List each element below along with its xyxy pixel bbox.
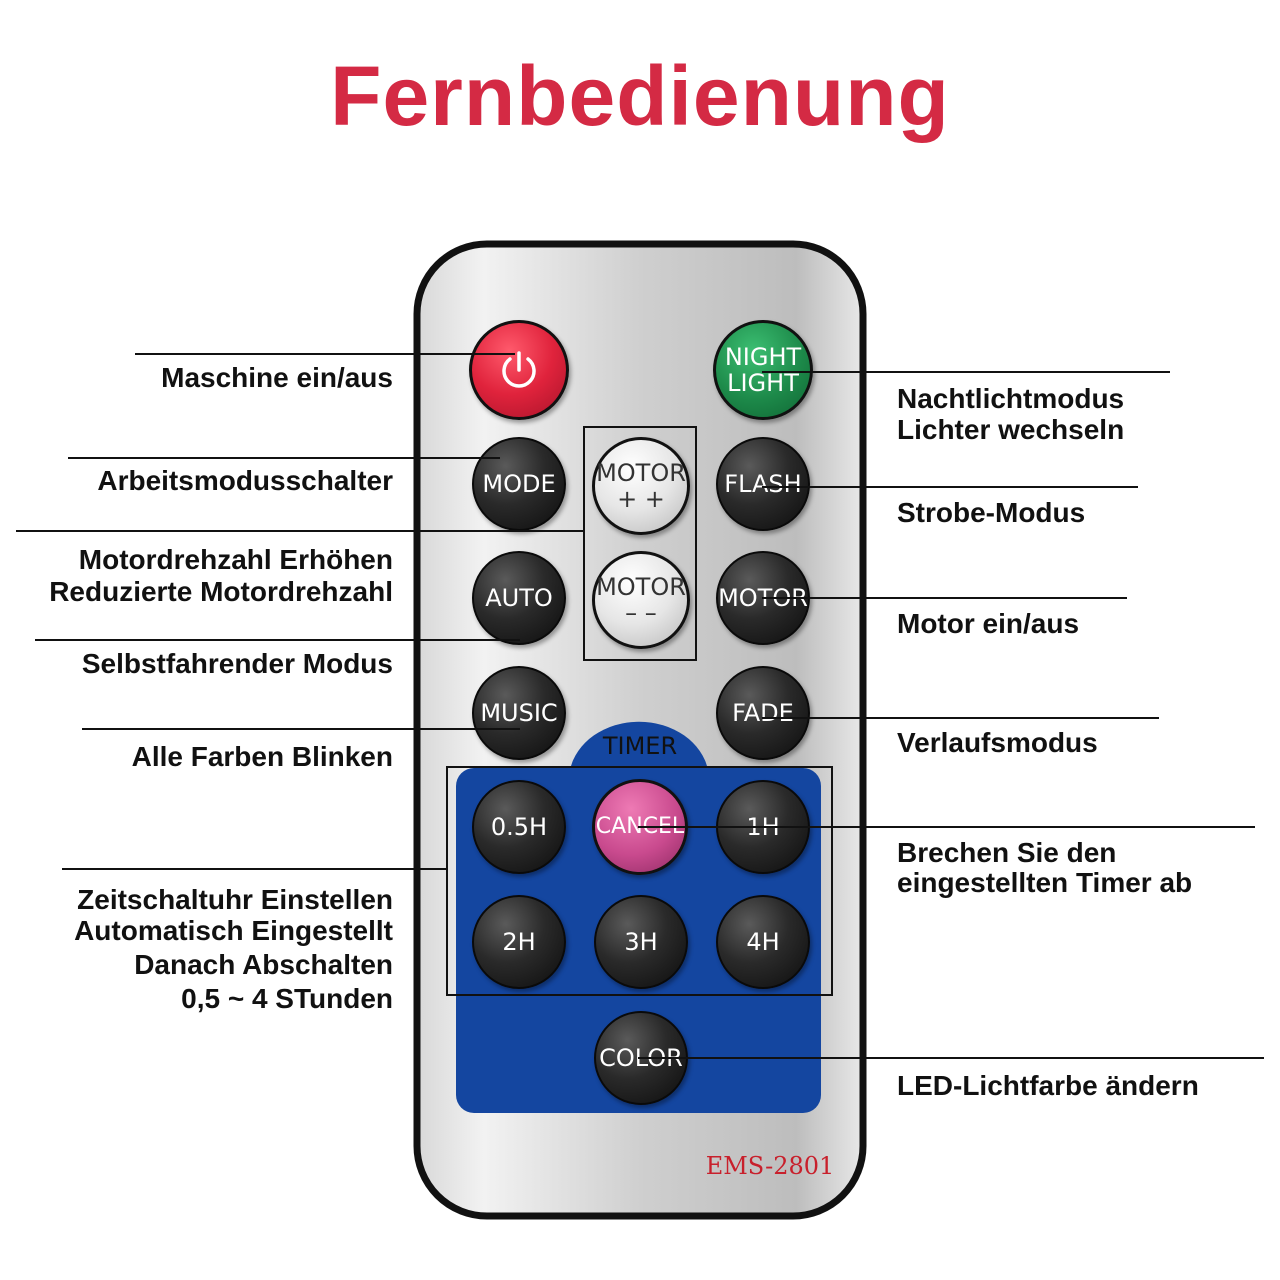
music-button[interactable]: MUSIC [472, 666, 566, 760]
night-light-line1: NIGHT [724, 343, 802, 371]
leader-line-auto [35, 639, 520, 641]
power-button[interactable] [469, 320, 569, 420]
leader-line-timer [62, 868, 448, 870]
label-flash: Strobe-Modus [897, 497, 1086, 528]
motor-down-button[interactable]: MOTOR– – [592, 551, 690, 649]
label-color: LED-Lichtfarbe ändern [897, 1070, 1199, 1101]
motor-up-line1: MOTOR [596, 459, 686, 487]
timer-tab [570, 721, 708, 770]
leader-line-music [82, 728, 520, 730]
timer-3h-label: 3H [624, 928, 658, 956]
timer-tab-label: TIMER [602, 732, 678, 760]
label-cancel-1: Brechen Sie den [897, 837, 1117, 868]
label-timer-2: Automatisch Eingestellt [74, 915, 393, 946]
flash-label: FLASH [724, 470, 802, 498]
fade-label: FADE [732, 699, 794, 727]
label-timer-3: Danach Abschalten [134, 949, 393, 980]
mode-button[interactable]: MODE [472, 437, 566, 531]
leader-line-flash [762, 486, 1138, 488]
label-cancel-2: eingestellten Timer ab [897, 867, 1193, 898]
power-icon [502, 351, 536, 388]
music-label: MUSIC [480, 699, 558, 727]
label-timer-4: 0,5 ~ 4 STunden [181, 983, 393, 1014]
leader-line-power [135, 353, 515, 355]
leader-line-cancel [638, 826, 1255, 828]
auto-label: AUTO [485, 584, 553, 612]
label-music: Alle Farben Blinken [131, 741, 393, 772]
label-power: Maschine ein/aus [161, 362, 393, 393]
timer-3h-button[interactable]: 3H [594, 895, 688, 989]
timer-05h-label: 0.5H [490, 813, 548, 841]
fade-button[interactable]: FADE [716, 666, 810, 760]
timer-2h-button[interactable]: 2H [472, 895, 566, 989]
timer-box [446, 766, 833, 996]
night-light-line2: LIGHT [727, 369, 799, 397]
label-motor-speed-1: Motordrehzahl Erhöhen [78, 544, 393, 575]
timer-2h-label: 2H [502, 928, 536, 956]
leader-line-motor-speed [16, 530, 584, 532]
leader-line-fade [762, 717, 1159, 719]
motor-box [583, 426, 697, 661]
mode-label: MODE [482, 470, 556, 498]
label-auto: Selbstfahrender Modus [81, 648, 393, 679]
label-motor: Motor ein/aus [897, 608, 1080, 639]
page-title: Fernbedienung [330, 49, 950, 143]
motor-up-line2: + + [617, 485, 665, 513]
label-night-2: Lichter wechseln [897, 414, 1125, 445]
timer-4h-label: 4H [746, 928, 780, 956]
label-motor-speed-2: Reduzierte Motordrehzahl [49, 576, 393, 607]
motor-down-line1: MOTOR [596, 573, 686, 601]
leader-line-motor [762, 597, 1127, 599]
auto-button[interactable]: AUTO [472, 551, 566, 645]
motor-down-line2: – – [625, 599, 657, 627]
leader-line-night [762, 371, 1170, 373]
label-mode: Arbeitsmodusschalter [97, 465, 393, 496]
flash-button[interactable]: FLASH [716, 437, 810, 531]
label-night-1: Nachtlichtmodus [897, 383, 1125, 414]
leader-line-color [638, 1057, 1264, 1059]
timer-4h-button[interactable]: 4H [716, 895, 810, 989]
model-number: EMS-2801 [705, 1152, 835, 1180]
label-fade: Verlaufsmodus [897, 727, 1098, 758]
motor-up-button[interactable]: MOTOR+ + [592, 437, 690, 535]
label-timer-1: Zeitschaltuhr Einstellen [77, 884, 393, 915]
timer-05h-button[interactable]: 0.5H [472, 780, 566, 874]
leader-line-mode [68, 457, 500, 459]
